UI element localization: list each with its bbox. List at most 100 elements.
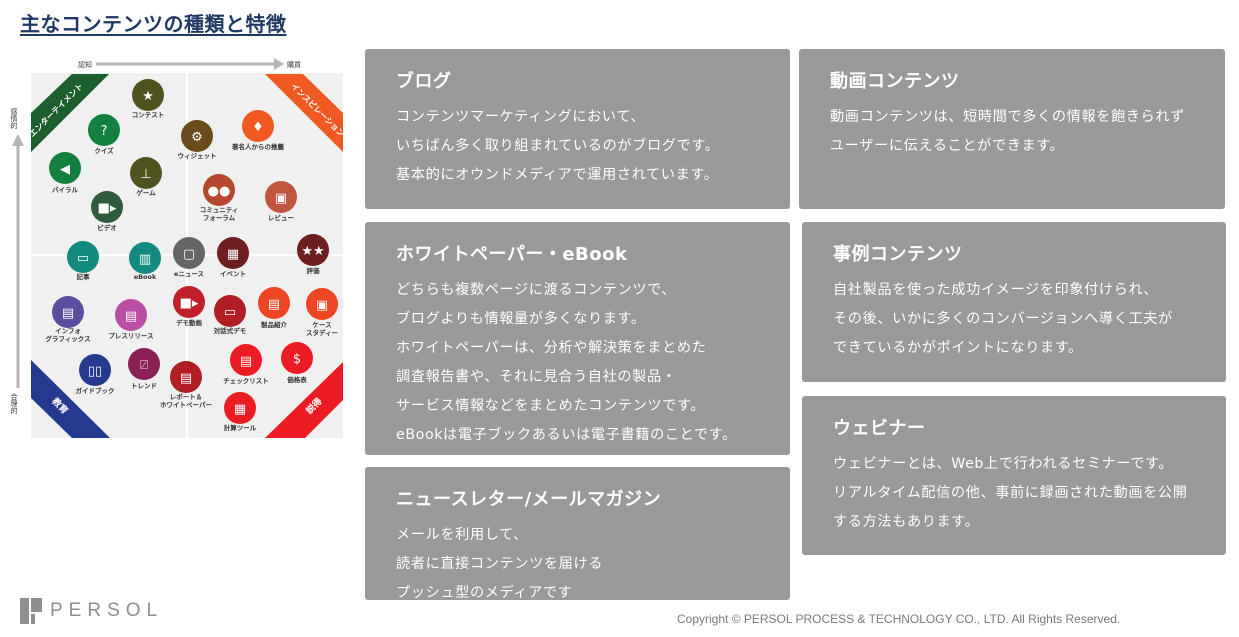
content-type-circle [242, 110, 274, 142]
content-type-circle [49, 152, 81, 184]
content-type-label: コミュニティ [200, 206, 239, 214]
content-type-item: ■▸ ビデオ [91, 191, 123, 232]
content-type-circle [181, 120, 213, 152]
vertical-arrow-head [12, 134, 24, 146]
content-type-circle [79, 354, 111, 386]
content-type-circle [129, 242, 161, 274]
calendar-icon: ▦ [227, 247, 239, 262]
content-type-item: ▭対話式デモ [213, 295, 247, 335]
clipboard-icon: ▤ [240, 354, 252, 369]
article-icon: ▭ [77, 251, 89, 266]
content-type-label: 製品紹介 [260, 320, 288, 329]
microphone-icon: ♦ [252, 120, 264, 135]
content-type-item: ⊥ ゲーム [130, 157, 162, 197]
content-type-item: ▥eBook [129, 242, 161, 281]
card-text-line: メールを利用して、 [396, 527, 528, 543]
content-type-circle [173, 286, 205, 318]
content-type-circle [115, 299, 147, 331]
content-type-circle [91, 191, 123, 223]
content-type-label: 対話式デモ [213, 326, 247, 335]
document-icon: ▤ [268, 297, 280, 312]
content-type-circle [265, 181, 297, 213]
price-icon: $ [293, 352, 301, 367]
content-type-label: ゲーム [136, 188, 156, 197]
content-type-label: インフォ [55, 327, 81, 335]
infographic-icon: ▤ [62, 306, 74, 321]
persol-logo-icon [20, 598, 42, 624]
content-type-label: トレンド [131, 382, 157, 390]
content-type-item: ▦計算ツール [224, 392, 257, 432]
content-type-label: ビデオ [97, 223, 117, 232]
content-type-label: プレスリリース [108, 331, 153, 340]
content-type-label: eBook [134, 273, 157, 281]
content-type-circle [128, 348, 160, 380]
content-type-circle [67, 241, 99, 273]
quadrant-banner [31, 360, 110, 438]
quadrant-banner [265, 362, 343, 438]
content-type-item: ◀バイラル [49, 152, 81, 194]
content-type-item: ▢ eニュース [173, 237, 205, 278]
monitor-icon: ▢ [183, 247, 195, 262]
content-type-item: ▦ イベント [217, 237, 249, 278]
open-book-icon: ▯▯ [88, 364, 102, 379]
card-text-line: ユーザーに伝えることができます。 [830, 138, 1065, 154]
content-card: ブログコンテンツマーケティングにおいて、いちばん多く取り組まれているのがブログで… [365, 49, 790, 209]
lightbulb-icon: ? [101, 124, 108, 139]
content-type-label: バイラル [52, 186, 79, 194]
card-title: ニュースレター/メールマガジン [396, 489, 662, 510]
video-camera-icon: ■▸ [98, 201, 117, 216]
content-type-circle [214, 295, 246, 327]
content-type-label: 記事 [77, 272, 91, 281]
content-type-circle [52, 296, 84, 328]
stars-icon: ★★ [301, 244, 324, 259]
content-type-label: 価格表 [286, 375, 307, 384]
card-title: 動画コンテンツ [830, 71, 960, 92]
profile-card-icon: ▣ [316, 298, 328, 313]
card-text-line: ウェビナーとは、Web上で行われるセミナーです。 [833, 456, 1174, 472]
content-type-item: ▤チェックリスト [223, 344, 269, 385]
card-text-line: 自社製品を使った成功イメージを印象付けられ、 [833, 282, 1159, 298]
content-type-label: ホワイトペーパー [160, 400, 212, 409]
content-type-item: ⚙ ウィジェット [178, 120, 217, 160]
card-text-line: 基本的にオウンドメディアで運用されています。 [396, 167, 719, 183]
card-text-line: どちらも複数ページに渡るコンテンツで、 [396, 282, 677, 298]
content-type-circle [170, 361, 202, 393]
content-type-circle [217, 237, 249, 269]
content-type-label: 著名人からの推薦 [232, 142, 285, 151]
content-type-label: イベント [220, 270, 246, 278]
joystick-icon: ⊥ [140, 167, 151, 182]
horizontal-arrow-head [274, 58, 284, 70]
gear-icon: ⚙ [191, 130, 203, 145]
content-card: ニュースレター/メールマガジンメールを利用して、読者に直接コンテンツを届けるプッ… [365, 467, 790, 601]
card-title: ホワイトペーパー・eBook [396, 244, 628, 265]
content-type-circle [297, 234, 329, 266]
card-text-line: できているかがポイントになります。 [833, 340, 1083, 356]
card-text-line: ホワイトペーパーは、分析や解決策をまとめた [396, 340, 707, 356]
content-type-label: コンテスト [132, 111, 165, 119]
card-text-line: いちばん多く取り組まれているのがブログです。 [396, 138, 720, 154]
content-type-label: ウィジェット [178, 152, 217, 160]
card-text-line: 動画コンテンツは、短時間で多くの情報を飽きられず [830, 109, 1185, 125]
quadrant-banner [265, 74, 343, 152]
content-type-label: デモ動画 [176, 318, 203, 327]
review-icon: ▣ [275, 191, 287, 206]
axis-label-purchase: 購買 [287, 60, 301, 69]
content-type-item: $ 価格表 [281, 342, 313, 384]
card-text-line: 調査報告書や、それに見合う自社の製品・ [396, 369, 677, 385]
axis-label-awareness: 認知 [78, 60, 92, 69]
content-type-label: eニュース [174, 270, 204, 278]
quadrant-banner [31, 74, 109, 152]
page-title: 主なコンテンツの種類と特徴 [20, 12, 287, 36]
content-type-item: ▤レポート＆ホワイトペーパー [160, 361, 212, 409]
content-type-item: ▭ 記事 [67, 241, 99, 281]
content-type-item: ▤プレスリリース [108, 299, 154, 340]
content-card: 事例コンテンツ自社製品を使った成功イメージを印象付けられ、その後、いかに多くのコ… [802, 222, 1226, 382]
persol-logo-text: PERSOL [50, 600, 164, 621]
content-type-item: ★コンテスト [132, 79, 165, 119]
content-type-label: 評価 [307, 266, 321, 275]
content-type-circle [173, 237, 205, 269]
copyright-notice: Copyright © PERSOL PROCESS & TECHNOLOGY … [677, 612, 1121, 626]
card-title: ウェビナー [833, 418, 926, 439]
